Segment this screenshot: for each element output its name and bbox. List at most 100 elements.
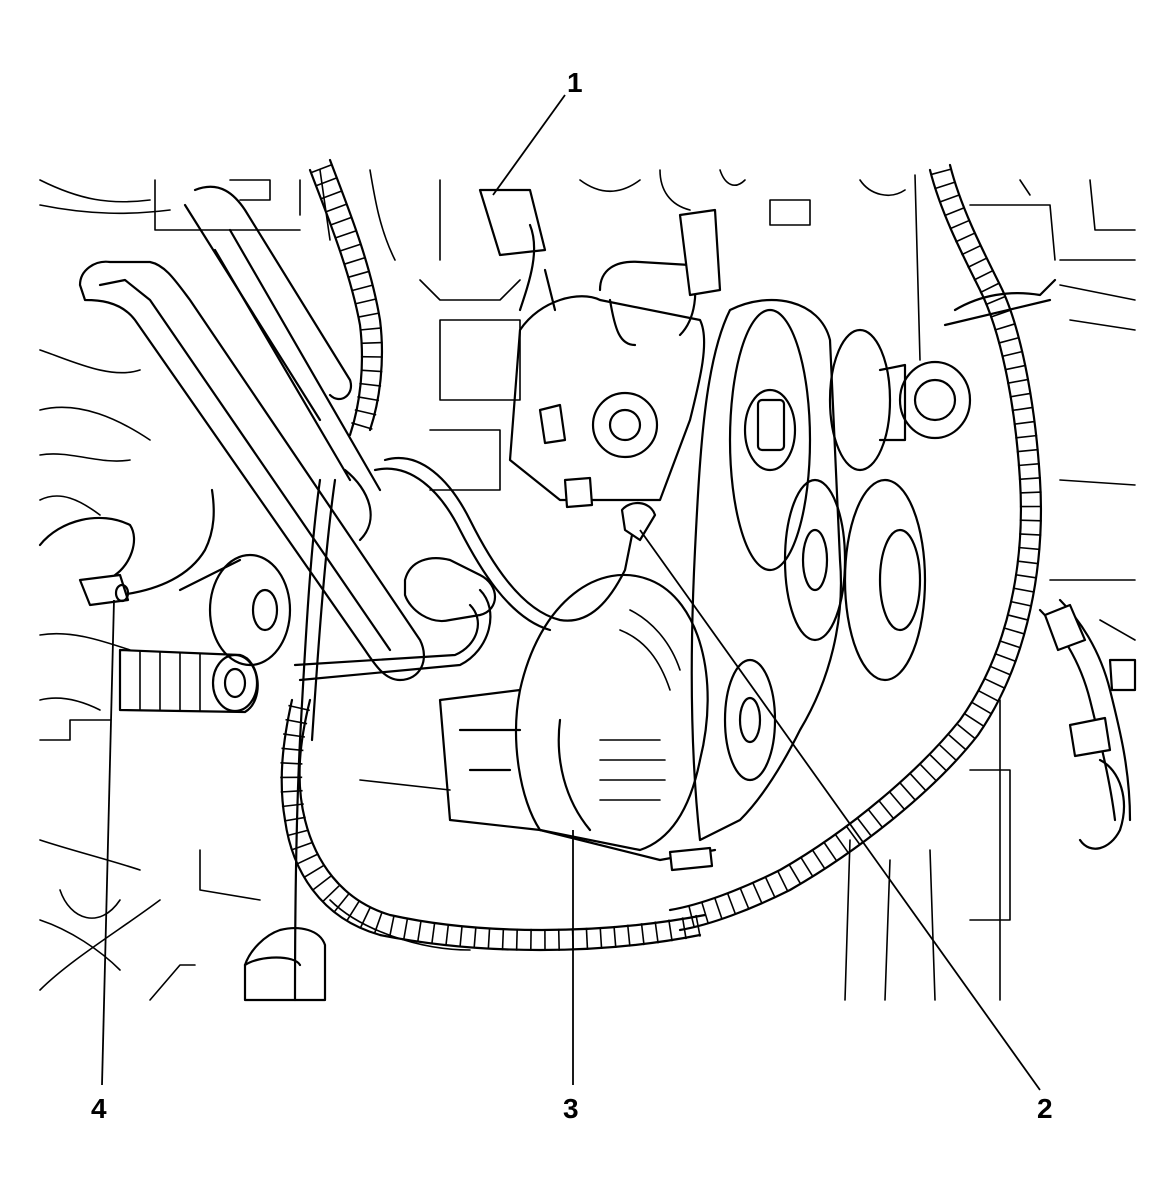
corrugation-ring — [626, 924, 631, 947]
corrugation-ring — [681, 917, 687, 940]
callout-labels: 1 2 3 4 — [91, 67, 1053, 1124]
corrugation-ring — [557, 928, 560, 951]
corrugation-ring — [288, 704, 310, 712]
corrugation-ring — [788, 864, 802, 885]
corrugation-ring — [899, 782, 916, 801]
corrugation-ring — [459, 925, 463, 948]
corrugation-ring — [955, 232, 976, 243]
engine-background-lines — [39, 169, 1136, 1001]
corrugation-ring — [930, 168, 952, 176]
corrugation-ring — [989, 665, 1011, 676]
corrugation-ring — [979, 282, 1001, 294]
corrugation-ring — [286, 829, 309, 837]
corrugation-ring — [1001, 350, 1024, 358]
corrugation-ring — [943, 206, 965, 217]
corrugation-ring — [1003, 627, 1026, 635]
corrugation-ring — [320, 190, 342, 200]
corrugation-ring — [878, 800, 894, 819]
generator-body — [438, 574, 717, 872]
serpentine-belt-and-pulleys — [690, 298, 972, 842]
corrugation-ring — [800, 857, 814, 877]
corrugation-ring — [347, 270, 370, 279]
wiring-harness-corrugated — [280, 158, 1043, 952]
corrugation-ring — [973, 269, 994, 281]
corrugation-ring — [1004, 364, 1027, 371]
corrugation-ring — [1009, 392, 1032, 398]
corrugation-ring — [994, 322, 1016, 331]
corrugation-ring — [283, 816, 306, 822]
corrugation-ring — [343, 256, 366, 265]
corrugation-ring — [315, 177, 337, 187]
corrugation-ring — [1016, 448, 1039, 453]
corrugation-ring — [994, 652, 1017, 663]
corrugation-ring — [846, 826, 861, 845]
corrugation-ring — [359, 382, 382, 387]
corrugation-ring — [473, 926, 477, 949]
corrugation-ring — [889, 791, 905, 810]
corrugation-ring — [984, 677, 1005, 689]
corrugation-ring — [834, 834, 849, 854]
corrugation-ring — [978, 690, 999, 702]
leader-line-2 — [639, 529, 1041, 1091]
corrugation-ring — [304, 865, 324, 878]
corrugation-ring — [351, 422, 373, 430]
corrugation-ring — [949, 219, 971, 230]
corrugation-ring — [360, 369, 383, 373]
corrugation-ring — [823, 842, 838, 862]
corrugation-ring — [654, 921, 659, 944]
corrugation-ring — [1012, 587, 1035, 593]
corrugation-ring — [515, 928, 518, 951]
corrugation-ring — [335, 229, 357, 239]
corrugation-ring — [322, 885, 340, 902]
corrugation-ring — [701, 901, 709, 924]
corrugation-ring — [985, 295, 1007, 306]
corrugation-ring — [1015, 573, 1038, 579]
corrugation-ring — [752, 882, 763, 904]
corrugation-ring — [777, 870, 789, 892]
thin-cable — [38, 457, 657, 1002]
lower-left-fittings — [118, 553, 496, 1002]
corrugation-ring — [1015, 434, 1038, 439]
corrugation-ring — [291, 841, 313, 851]
corrugation-ring — [339, 243, 362, 252]
callout-1: 1 — [567, 67, 583, 98]
corrugation-ring — [351, 284, 374, 292]
corrugation-ring — [668, 919, 673, 942]
corrugation-ring — [948, 734, 967, 751]
corrugation-ring — [416, 920, 422, 943]
corrugation-ring — [934, 181, 956, 190]
leader-lines — [101, 94, 1041, 1091]
corrugation-ring — [330, 216, 352, 226]
corrugation-ring — [359, 327, 382, 331]
corrugation-ring — [297, 853, 318, 865]
corrugation-ring — [1010, 600, 1033, 607]
corrugation-ring — [764, 876, 776, 898]
corrugation-ring — [688, 905, 695, 928]
corrugation-ring — [910, 773, 927, 791]
corrugation-ring — [695, 914, 701, 937]
corrugation-ring — [357, 312, 380, 318]
corrugation-ring — [445, 923, 450, 946]
corrugation-ring — [487, 927, 491, 950]
corrugation-ring — [957, 723, 976, 740]
corrugation-ring — [373, 912, 383, 934]
callout-4: 4 — [91, 1093, 107, 1124]
corrugation-ring — [999, 640, 1021, 649]
corrugation-ring — [354, 298, 377, 305]
corrugation-ring — [997, 336, 1020, 344]
corrugation-ring — [334, 893, 350, 912]
corrugation-ring — [312, 875, 332, 891]
corrugation-ring — [1019, 491, 1042, 494]
corrugation-ring — [1007, 378, 1030, 385]
corrugation-ring — [929, 754, 947, 771]
corrugation-ring — [726, 893, 737, 915]
corrugation-ring — [281, 803, 304, 808]
corrugation-ring — [388, 915, 395, 938]
corrugation-ring — [714, 897, 723, 920]
corrugation-ring — [325, 203, 347, 213]
corrugation-ring — [357, 396, 380, 402]
corrugation-ring — [640, 923, 645, 946]
corrugation-ring — [1016, 560, 1039, 565]
corrugation-ring — [1018, 477, 1041, 481]
